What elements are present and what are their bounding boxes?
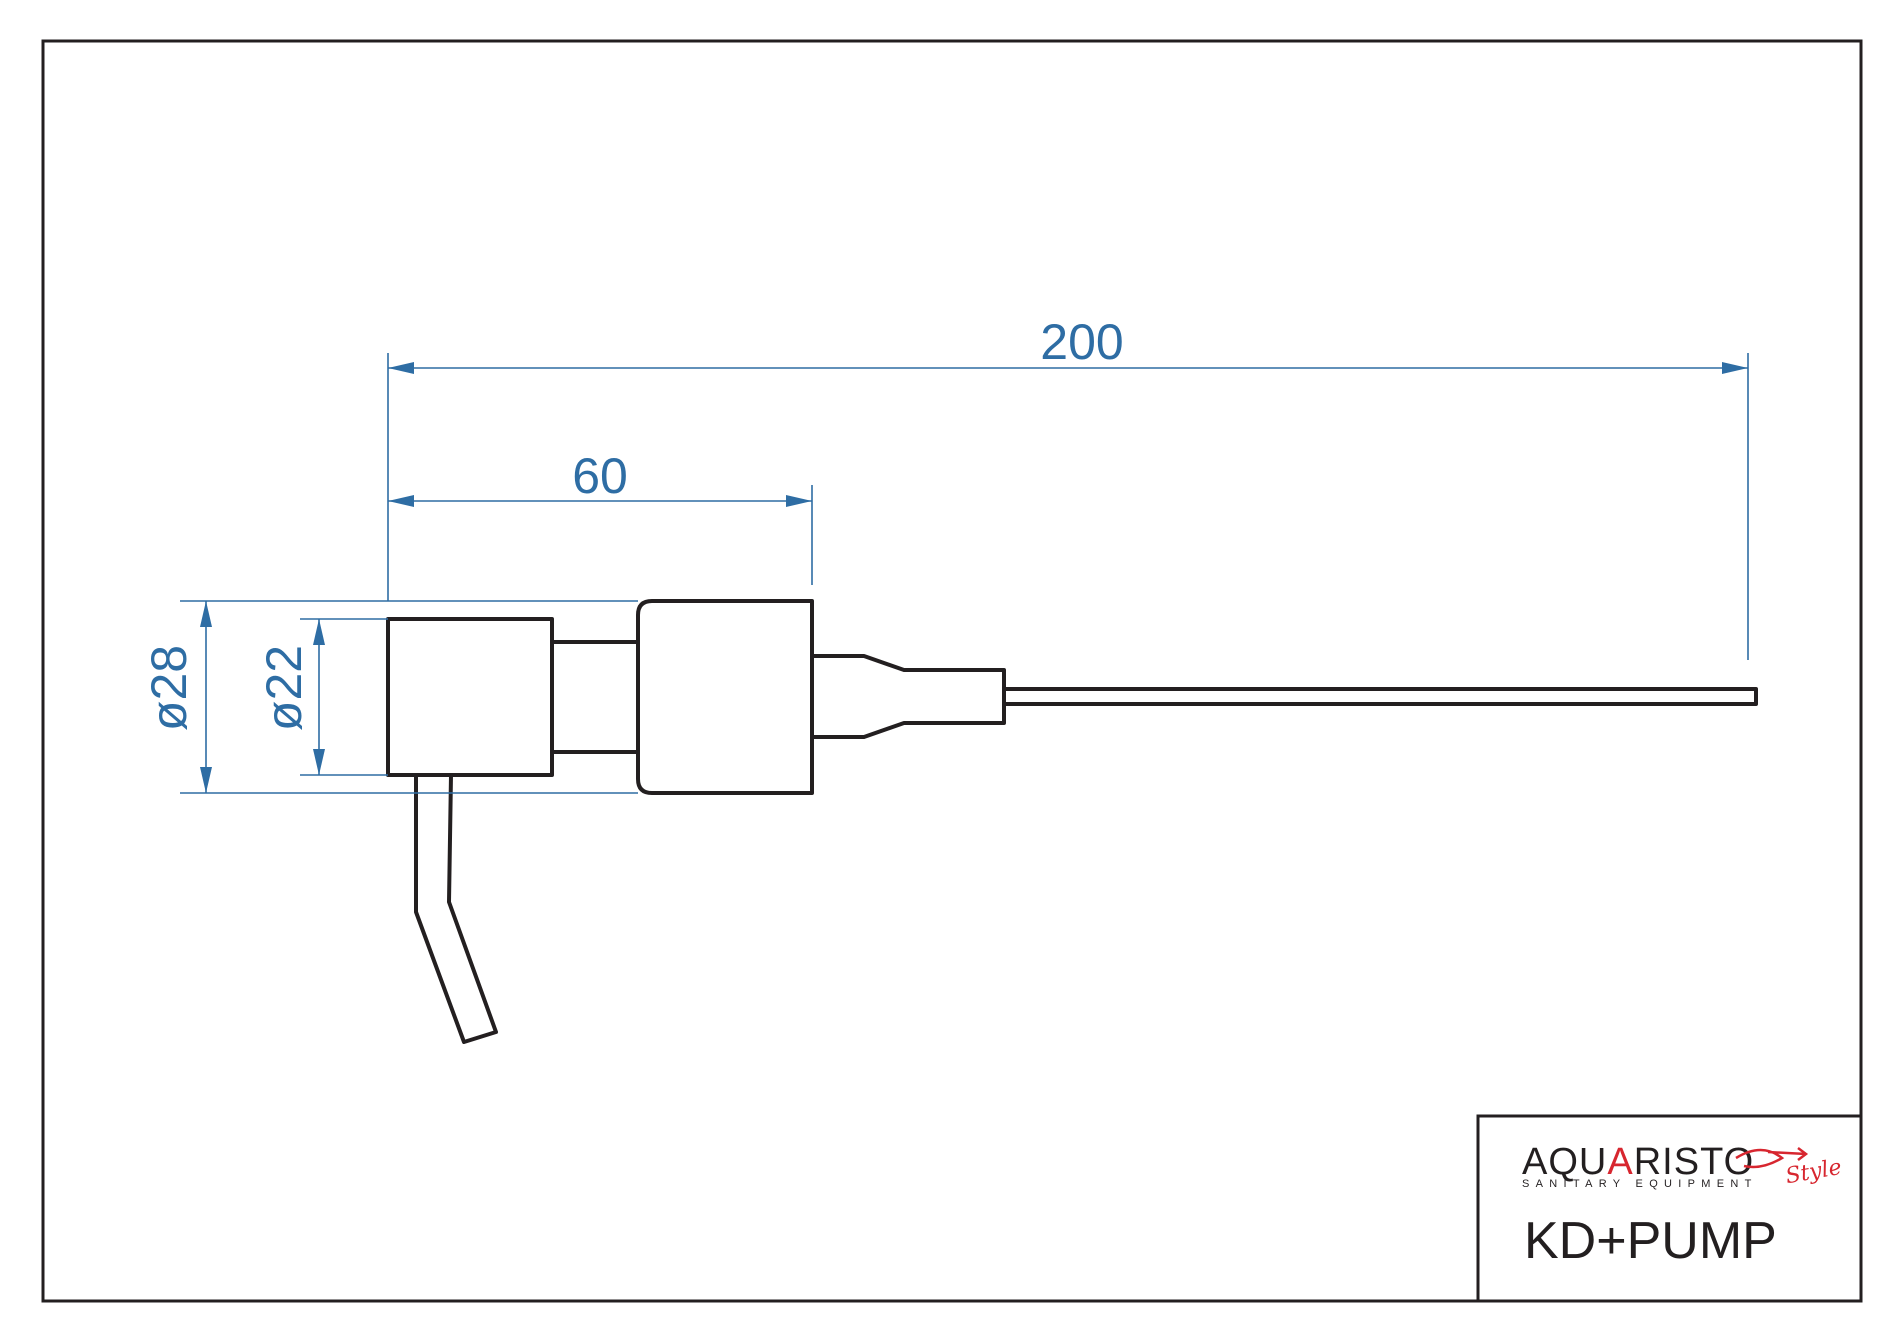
arrowhead-200-left: [388, 362, 414, 374]
pump-cylinder: [812, 654, 1006, 739]
arrowhead-200-right: [1722, 362, 1748, 374]
pump-spout: [414, 774, 498, 1044]
brand-suffix: RISTO: [1634, 1141, 1754, 1183]
arrowhead-28-top: [200, 601, 212, 627]
svg-text:AQUARISTO: AQUARISTO: [1522, 1141, 1754, 1183]
pump-collar: [636, 599, 814, 795]
pump-outline: [386, 599, 1758, 1044]
brand-script: Style: [1784, 1155, 1844, 1189]
title-block: [1476, 1114, 1863, 1303]
brand-arrow-icon: [1767, 1147, 1809, 1161]
arrowhead-28-bottom: [200, 767, 212, 793]
brand-logo: AQUARISTO SANITARY EQUIPMENT Style: [1522, 1141, 1844, 1190]
brand-tagline: SANITARY EQUIPMENT: [1522, 1178, 1758, 1190]
dimension-lines: 200 60 ø28 ø22: [141, 314, 1749, 794]
drawing-frame: [41, 39, 1863, 1303]
product-code: KD+PUMP: [1524, 1212, 1777, 1270]
arrowhead-60-left: [388, 495, 414, 507]
dimension-label-200: 200: [1040, 314, 1123, 370]
dimension-label-60: 60: [572, 448, 628, 504]
brand-accent: A: [1607, 1141, 1633, 1183]
arrowhead-22-bottom: [313, 749, 325, 775]
arrowhead-22-top: [313, 619, 325, 645]
pump-tube: [1002, 687, 1758, 706]
dimension-label-28: ø28: [141, 645, 197, 731]
brand-swoosh-icon: [1735, 1148, 1785, 1169]
arrowhead-60-right: [786, 495, 812, 507]
brand-prefix: AQU: [1522, 1141, 1607, 1183]
dimension-label-22: ø22: [256, 645, 312, 731]
pump-nozzle-body: [386, 617, 554, 777]
